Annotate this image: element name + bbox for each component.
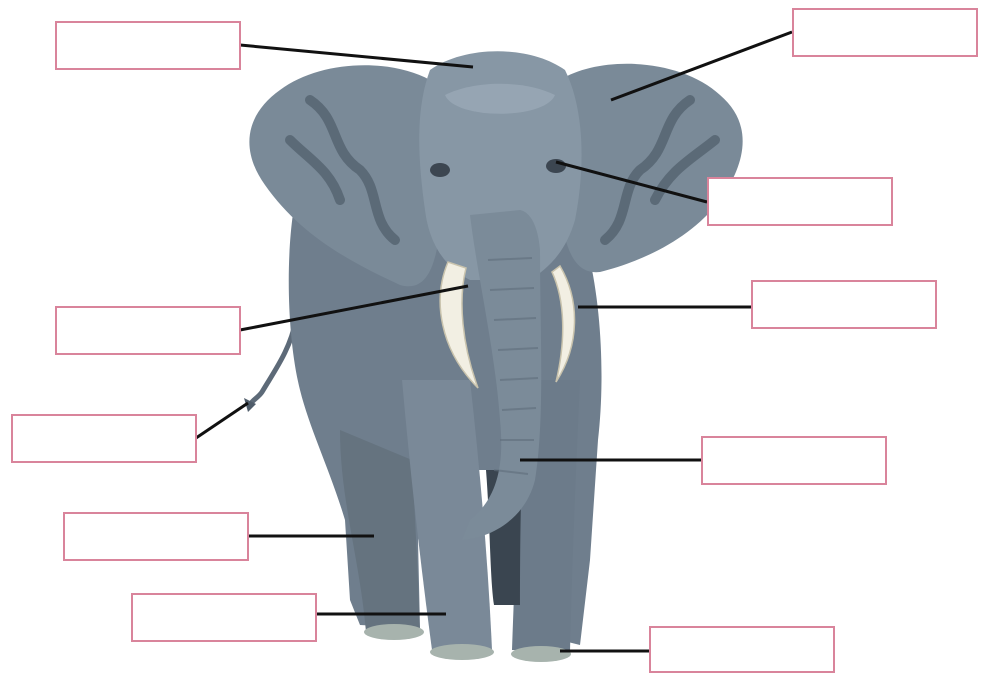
label-box-hind-leg[interactable] [63,512,249,561]
label-box-tail[interactable] [11,414,197,463]
toenails-front-left [430,644,494,660]
label-box-front-leg[interactable] [131,593,317,642]
leader-line-ear [610,30,793,102]
toenails-back [364,624,424,640]
leader-line-tail [195,401,249,440]
label-box-ear[interactable] [792,8,978,57]
leader-line-forehead [239,43,474,69]
elephant-hind-leg [340,430,420,636]
elephant-eye-left [430,163,450,177]
elephant-tail [247,319,299,407]
label-box-tusk[interactable] [751,280,937,329]
label-box-forehead[interactable] [55,21,241,70]
elephant-ear-right [560,63,743,273]
elephant-tusk-left [439,261,479,389]
leader-lines [195,30,793,653]
ear-left-veins [285,95,400,245]
elephant-head [419,51,582,280]
elephant-front-leg-left [402,380,492,650]
toenails-front-right [511,646,571,662]
leader-line-mouth [239,284,469,332]
ear-right-veins [600,95,720,245]
leader-line-eye [555,160,708,204]
elephant-tail-tuft [244,398,256,412]
elephant-tusk-right [551,264,576,383]
elephant-eye-right [546,159,566,173]
label-box-toenail[interactable] [649,626,835,673]
elephant-ear-left [249,65,440,287]
label-box-eye[interactable] [707,177,893,226]
label-box-mouth[interactable] [55,306,241,355]
elephant-forehead [445,83,555,114]
trunk-wrinkles [487,257,539,475]
label-box-trunk[interactable] [701,436,887,485]
elephant-trunk [462,210,542,540]
